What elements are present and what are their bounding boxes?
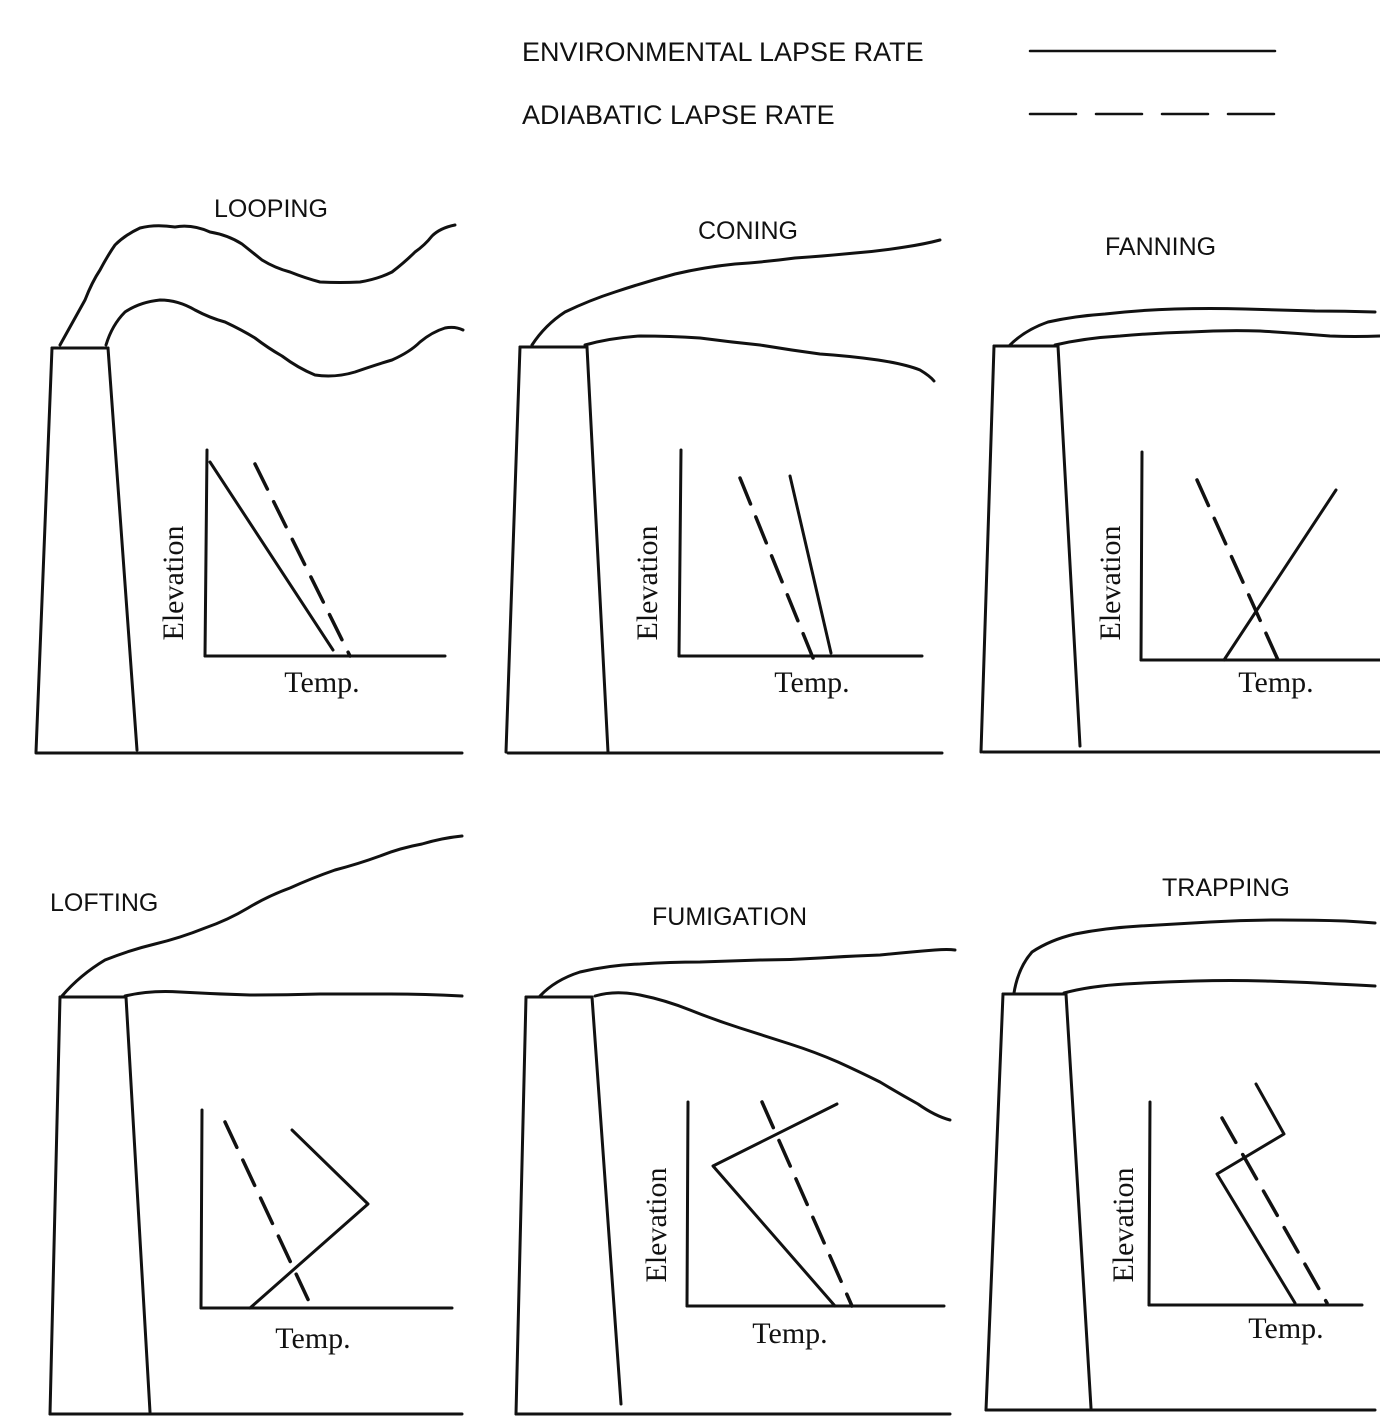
elevation-label: Elevation (1107, 1168, 1140, 1283)
environmental-lapse-line (248, 1128, 370, 1310)
plume-upper-edge (1008, 307, 1377, 347)
elevation-axis (677, 448, 683, 658)
elevation-axis (199, 1108, 204, 1310)
legend-adiabatic-label: ADIABATIC LAPSE RATE (522, 100, 835, 130)
environmental-lapse-line (711, 1102, 839, 1308)
stack-right-wall (124, 995, 152, 1414)
legend: ENVIRONMENTAL LAPSE RATE ADIABATIC LAPSE… (522, 37, 1277, 130)
panel-title: LOFTING (50, 889, 158, 917)
adiabatic-lapse-line (1195, 478, 1280, 662)
elevation-label: Elevation (640, 1168, 673, 1283)
elevation-axis (203, 448, 209, 658)
legend-environmental-label: ENVIRONMENTAL LAPSE RATE (522, 37, 924, 67)
temp-label: Temp. (1248, 1312, 1323, 1345)
stack-left-wall (514, 995, 528, 1416)
elevation-label: Elevation (1094, 526, 1127, 641)
elevation-axis (1147, 1100, 1152, 1307)
panel-fanning: FANNING Elevation Temp. (979, 233, 1380, 754)
temp-label: Temp. (275, 1322, 350, 1355)
elevation-label: Elevation (157, 526, 190, 641)
panel-title: LOOPING (214, 195, 328, 223)
environmental-lapse-line (1215, 1082, 1297, 1305)
stack-right-wall (1056, 344, 1082, 748)
environmental-lapse-line (788, 474, 833, 655)
temp-label: Temp. (284, 666, 359, 699)
panel-trapping: TRAPPING Elevation Temp. (984, 874, 1377, 1412)
stack-right-wall (106, 346, 139, 752)
stack-right-wall (590, 995, 623, 1406)
stack-left-wall (504, 345, 522, 754)
plume-upper-edge (530, 238, 942, 347)
stack-right-wall (585, 345, 610, 754)
elevation-axis (685, 1100, 690, 1308)
panel-looping: LOOPING Elevation Temp. (34, 195, 465, 755)
plume-lower-edge (1053, 329, 1380, 347)
adiabatic-lapse-line (1220, 1116, 1329, 1305)
adiabatic-lapse-line (760, 1100, 854, 1308)
panel-fumigation: FUMIGATION Elevation Temp. (514, 903, 957, 1416)
stack-left-wall (48, 995, 62, 1416)
adiabatic-lapse-line (253, 462, 352, 658)
elevation-axis (1139, 450, 1144, 662)
temp-label: Temp. (1238, 666, 1313, 699)
elevation-label: Elevation (631, 526, 664, 641)
adiabatic-lapse-line (738, 476, 815, 660)
plume-lower-edge (1062, 979, 1377, 995)
plume-lower-edge (593, 991, 952, 1122)
stack-left-wall (984, 992, 1005, 1412)
panel-title: FUMIGATION (652, 903, 807, 931)
environmental-lapse-line (1222, 488, 1338, 662)
plume-upper-edge (58, 223, 457, 347)
plume-upper-edge (538, 948, 957, 998)
plume-lower-edge (123, 990, 464, 998)
plume-upper-edge (60, 834, 464, 998)
environmental-lapse-line (208, 460, 335, 652)
temp-label: Temp. (752, 1317, 827, 1350)
plume-upper-edge (1012, 918, 1377, 995)
panel-title: TRAPPING (1162, 874, 1290, 902)
panel-title: CONING (698, 217, 798, 245)
panel-title: FANNING (1105, 233, 1216, 261)
plume-lower-edge (583, 334, 936, 383)
panel-coning: CONING Elevation Temp. (504, 217, 944, 755)
panel-lofting: LOFTING Temp. (48, 834, 464, 1416)
temp-label: Temp. (774, 666, 849, 699)
plume-lower-edge (104, 298, 465, 378)
adiabatic-lapse-line (223, 1120, 314, 1310)
stack-left-wall (34, 346, 54, 754)
stack-left-wall (979, 344, 996, 754)
stack-right-wall (1064, 992, 1093, 1410)
